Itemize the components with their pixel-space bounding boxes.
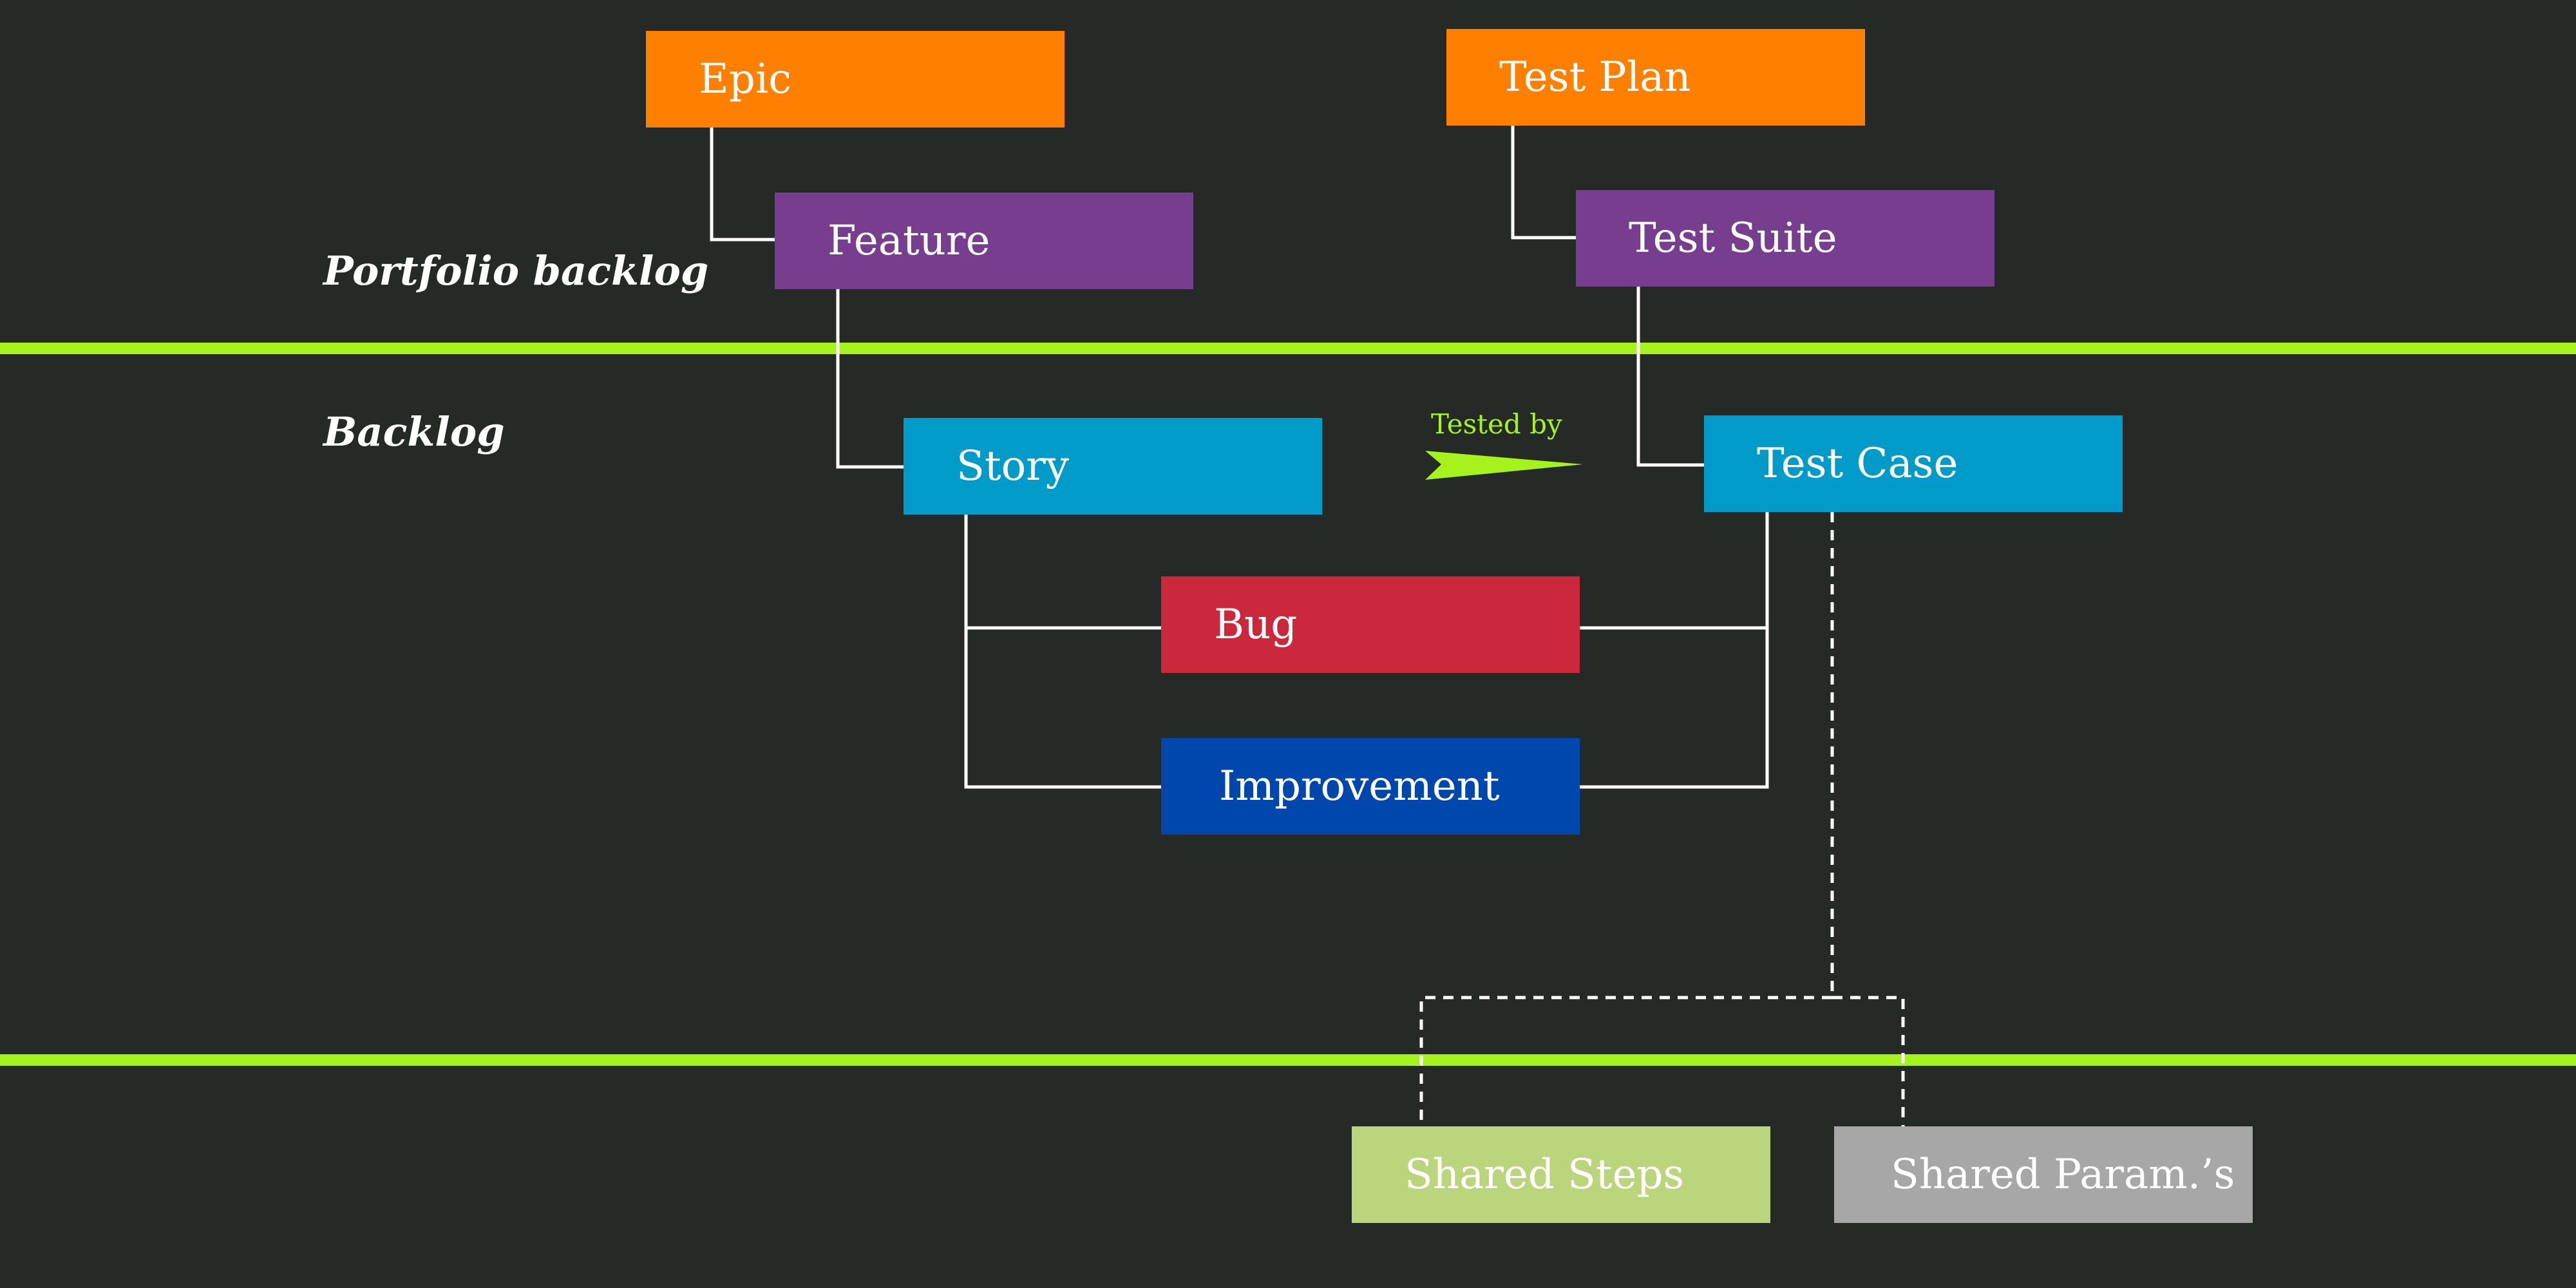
epic-label: Epic [699,55,791,103]
improvement-box: Improvement [1161,738,1580,835]
shared-steps-dashed-connector [1419,996,1832,1127]
testcase-to-bug-connector [1580,512,1769,630]
test-case-label: Test Case [1757,440,1958,488]
feature-label: Feature [828,217,990,265]
portfolio-backlog-label: Portfolio backlog [323,247,709,294]
shared-params-label: Shared Param.’s [1891,1151,2235,1198]
tested-by-arrow [1425,451,1583,480]
feature-to-story-connector [836,289,904,469]
improvement-label: Improvement [1219,762,1500,810]
shared-params-dashed-connector [1832,996,1905,1127]
test-plan-label: Test Plan [1499,53,1691,101]
bug-label: Bug [1214,601,1298,649]
story-to-improvement-connector [964,628,1161,789]
testsuite-to-testcase-connector [1636,287,1704,467]
testcase-to-improvement-connector [1580,628,1769,789]
backlog-label: Backlog [323,408,505,455]
bug-box: Bug [1161,576,1580,673]
feature-box: Feature [775,193,1193,289]
shared-params-box: Shared Param.’s [1834,1126,2253,1223]
shared-steps-label: Shared Steps [1405,1151,1685,1198]
epic-to-feature-connector [710,128,775,242]
epic-box: Epic [646,31,1065,128]
story-label: Story [956,442,1069,490]
test-plan-box: Test Plan [1446,29,1865,126]
test-suite-label: Test Suite [1629,214,1837,262]
story-box: Story [904,418,1322,515]
tested-by-label: Tested by [1431,408,1562,440]
test-suite-box: Test Suite [1576,190,1994,287]
shared-steps-box: Shared Steps [1352,1126,1770,1223]
testplan-to-testsuite-connector [1511,125,1576,240]
story-to-bug-connector [964,513,1161,630]
test-case-box: Test Case [1704,415,2123,512]
